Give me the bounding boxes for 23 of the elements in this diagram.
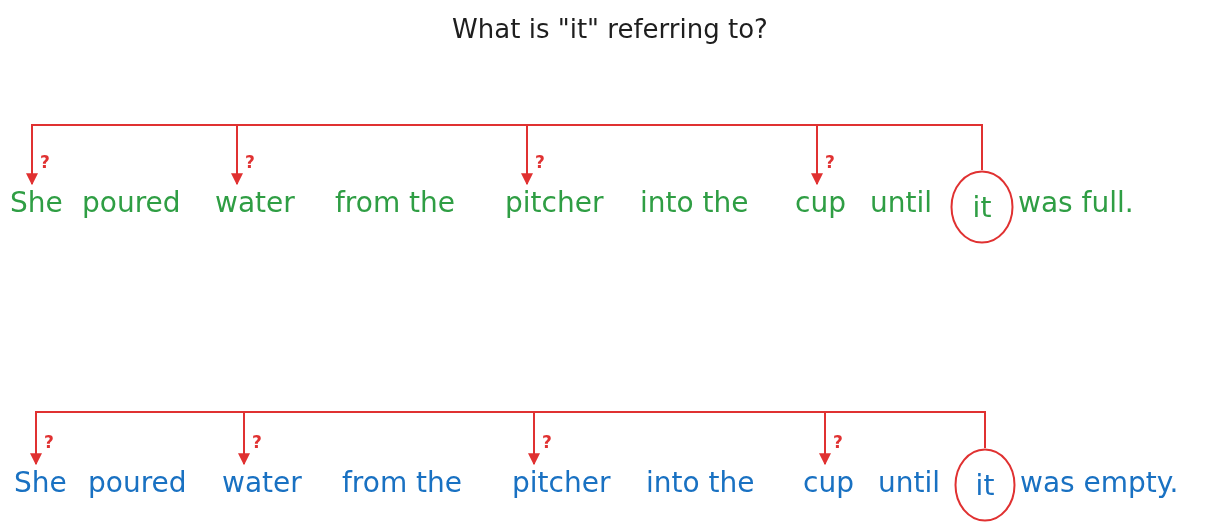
arrow	[819, 411, 986, 466]
word: pitcher	[505, 186, 604, 220]
sentence-fragment: was full.	[1018, 186, 1134, 220]
sentence-fragment: into the	[640, 186, 749, 220]
word: water	[222, 466, 302, 500]
circled-word: it	[954, 448, 1016, 522]
sentence-fragment: from the	[342, 466, 462, 500]
word: cup	[803, 466, 854, 500]
sentence-fragment: poured	[82, 186, 181, 220]
sentence-fragment: until	[878, 466, 941, 500]
word: cup	[795, 186, 846, 220]
title: What is "it" referring to?	[451, 14, 769, 44]
arrow	[811, 124, 983, 186]
word: pitcher	[512, 466, 611, 500]
sentence-fragment: poured	[88, 466, 187, 500]
sentence-fragment: until	[870, 186, 933, 220]
circled-word: it	[950, 170, 1014, 244]
word: water	[215, 186, 295, 220]
sentence-fragment: was empty.	[1020, 466, 1179, 500]
word: She	[14, 466, 67, 500]
sentence-fragment: into the	[646, 466, 755, 500]
word: She	[10, 186, 63, 220]
sentence-fragment: from the	[335, 186, 455, 220]
